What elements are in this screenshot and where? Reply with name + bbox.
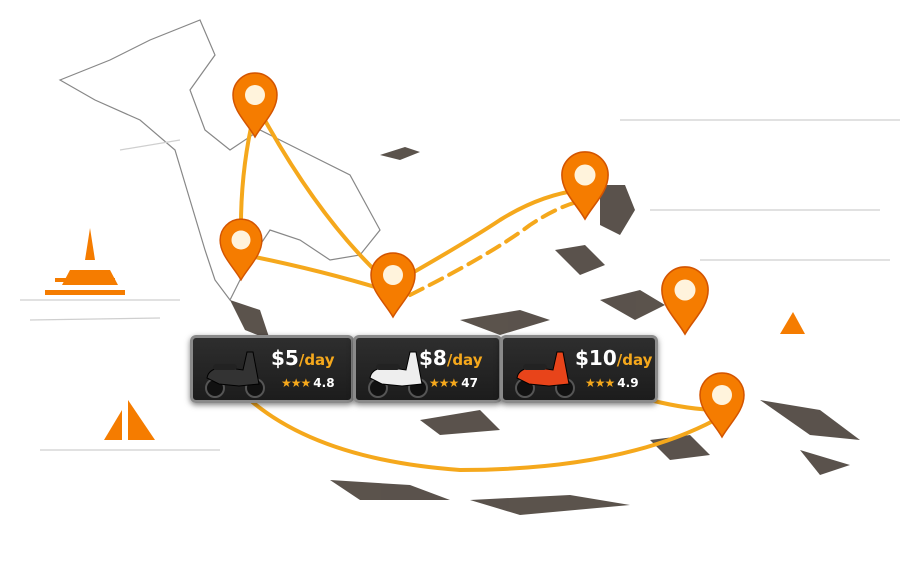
scooter-icon <box>368 351 428 398</box>
temple-icon <box>45 228 125 295</box>
star-rating-icon: ★★★ <box>429 376 459 390</box>
price-label: $5/day <box>271 346 335 370</box>
map-pin-icon[interactable] <box>661 266 709 336</box>
price-label: $10/day <box>575 346 653 370</box>
map-pin-icon[interactable] <box>232 72 278 139</box>
rating: ★★★47 <box>429 376 478 390</box>
rating-value: 4.8 <box>313 376 335 390</box>
star-rating-icon: ★★★ <box>281 376 311 390</box>
map-pin-icon[interactable] <box>370 252 416 319</box>
rating: ★★★4.8 <box>281 376 335 390</box>
rental-card[interactable]: $5/day ★★★4.8 <box>190 335 354 403</box>
rental-card[interactable]: $8/day ★★★47 <box>353 335 502 403</box>
price-label: $8/day <box>419 346 483 370</box>
islands <box>230 147 860 515</box>
map-pin-icon[interactable] <box>219 218 263 282</box>
map-pin-icon[interactable] <box>561 151 609 221</box>
map-pin-icon[interactable] <box>699 372 745 439</box>
scooter-icon <box>515 351 575 398</box>
rating-value: 4.9 <box>617 376 639 390</box>
sailboat-icon <box>780 312 805 334</box>
scooter-icon <box>205 351 265 398</box>
sailboat-icon <box>104 400 155 440</box>
rating: ★★★4.9 <box>585 376 639 390</box>
rental-card[interactable]: $10/day ★★★4.9 <box>500 335 658 403</box>
star-rating-icon: ★★★ <box>585 376 615 390</box>
rating-value: 47 <box>461 376 478 390</box>
